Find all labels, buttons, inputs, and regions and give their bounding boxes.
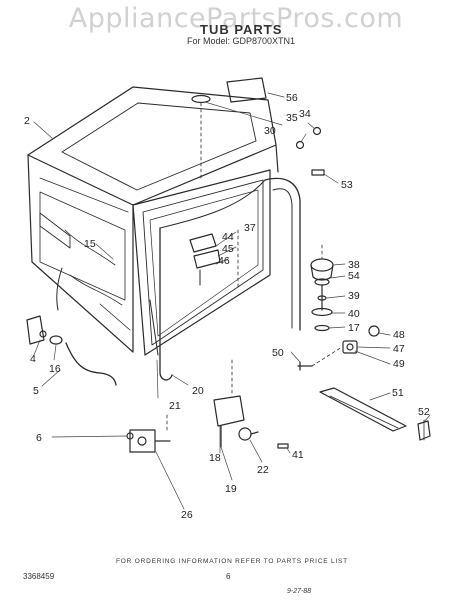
callout-15: 15 bbox=[84, 238, 96, 250]
date-code: 9-27-88 bbox=[287, 588, 312, 595]
callout-44: 44 bbox=[222, 231, 234, 243]
callout-16: 16 bbox=[49, 363, 61, 375]
top-parts bbox=[191, 77, 325, 181]
callout-49: 49 bbox=[393, 358, 405, 370]
callout-52: 52 bbox=[418, 406, 430, 418]
door-frame bbox=[132, 169, 301, 381]
callout-41: 41 bbox=[292, 449, 304, 461]
callout-35: 35 bbox=[286, 112, 298, 124]
callout-54: 54 bbox=[348, 270, 360, 282]
callout-17: 17 bbox=[348, 322, 360, 334]
callout-46: 46 bbox=[218, 255, 230, 267]
model-line: For Model: GDP8700XTN1 bbox=[187, 36, 296, 46]
callout-26: 26 bbox=[181, 509, 193, 521]
callout-47: 47 bbox=[393, 343, 405, 355]
callout-37: 37 bbox=[244, 222, 256, 234]
callout-20: 20 bbox=[192, 385, 204, 397]
document-number: 3368459 bbox=[23, 572, 55, 581]
callout-51: 51 bbox=[392, 387, 404, 399]
callout-6: 6 bbox=[36, 432, 42, 444]
callout-22: 22 bbox=[257, 464, 269, 476]
watermark: AppliancePartsPros.com bbox=[68, 3, 404, 34]
diagram-title: TUB PARTS bbox=[200, 22, 283, 37]
callout-4: 4 bbox=[30, 353, 36, 365]
leader-lines bbox=[33, 92, 431, 510]
callout-38: 38 bbox=[348, 259, 360, 271]
callout-45: 45 bbox=[222, 243, 234, 255]
callout-48: 48 bbox=[393, 329, 405, 341]
right-side-parts bbox=[297, 325, 380, 371]
callout-50: 50 bbox=[272, 347, 284, 359]
callout-30: 30 bbox=[264, 125, 276, 137]
callout-2: 2 bbox=[24, 115, 30, 127]
left-side-parts bbox=[26, 267, 117, 386]
tub-outline bbox=[27, 86, 279, 353]
callout-39: 39 bbox=[348, 290, 360, 302]
page-number: 6 bbox=[226, 572, 231, 581]
lower-rail bbox=[319, 387, 431, 441]
callout-21: 21 bbox=[169, 400, 181, 412]
callout-34: 34 bbox=[299, 108, 311, 120]
ordering-note: FOR ORDERING INFORMATION REFER TO PARTS … bbox=[116, 558, 348, 565]
callout-labels: 2 56 34 35 30 53 15 37 44 45 46 38 54 39… bbox=[24, 92, 430, 521]
callout-5: 5 bbox=[33, 385, 39, 397]
callout-56: 56 bbox=[286, 92, 298, 104]
callout-19: 19 bbox=[225, 483, 237, 495]
callout-53: 53 bbox=[341, 179, 353, 191]
pump-stack bbox=[310, 244, 334, 332]
callout-18: 18 bbox=[209, 452, 221, 464]
valve-parts bbox=[126, 414, 171, 453]
bracket-parts bbox=[213, 359, 289, 449]
callout-40: 40 bbox=[348, 308, 360, 320]
